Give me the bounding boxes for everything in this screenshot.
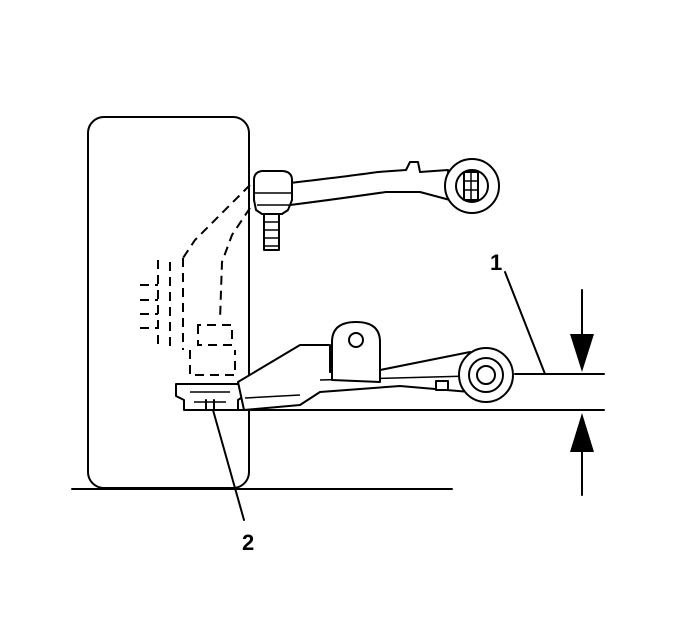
- steering-knuckle-hidden: [140, 184, 251, 376]
- callout-1-leader: [504, 271, 546, 375]
- callout-1-label: 1: [490, 250, 502, 275]
- tire: [87, 116, 250, 489]
- callout-2-leader: [212, 409, 245, 521]
- lower-ball-joint: [175, 383, 245, 411]
- upper-control-arm: [289, 158, 500, 214]
- callout-2-label: 2: [242, 530, 254, 555]
- lower-control-arm: [237, 321, 514, 411]
- lower-arm-bushing: [458, 347, 514, 403]
- upper-ball-joint: [253, 170, 293, 251]
- dimension-arrows: [570, 289, 594, 496]
